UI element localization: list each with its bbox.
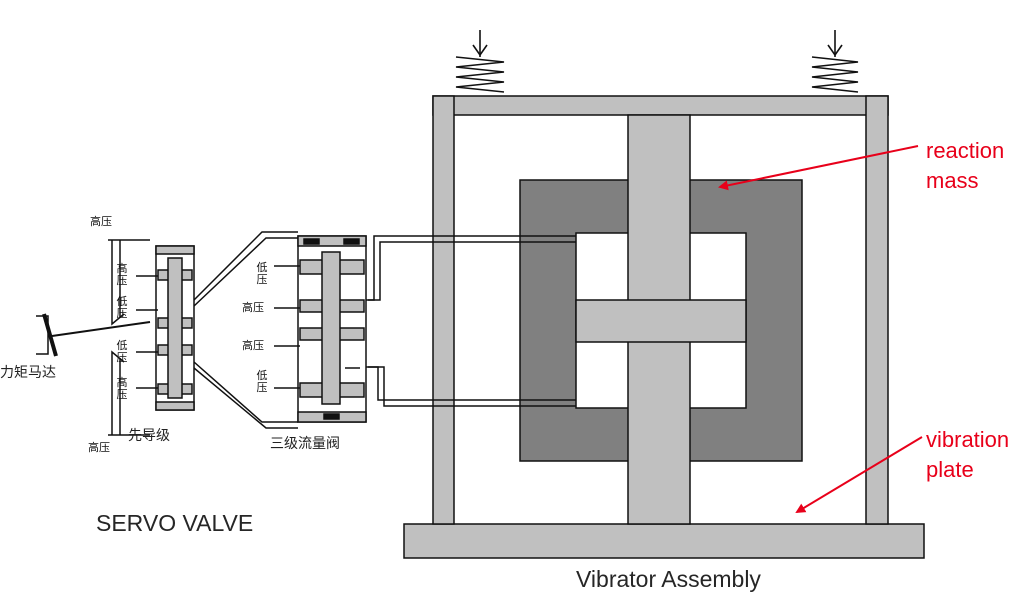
pressure-label-high: 高压 bbox=[242, 339, 264, 352]
vibration-plate bbox=[403, 523, 925, 559]
frame-right-post bbox=[865, 95, 889, 525]
torque-motor bbox=[36, 313, 151, 357]
pressure-label-high: 高压 bbox=[116, 262, 128, 287]
third-stage-valve bbox=[274, 235, 367, 423]
reaction-mass-label: reaction mass bbox=[926, 138, 1005, 193]
reaction-mass-arrow bbox=[718, 145, 919, 191]
pressure-label-high: 高压 bbox=[242, 301, 264, 314]
pressure-label-high: 高压 bbox=[90, 215, 112, 228]
servo-valve-caption: SERVO VALVE bbox=[96, 510, 254, 536]
pressure-label-low: 低压 bbox=[116, 339, 128, 364]
pilot-stage bbox=[108, 239, 195, 436]
pressure-label-low: 低压 bbox=[116, 295, 128, 320]
spring-left bbox=[455, 30, 505, 93]
spring-right bbox=[811, 30, 859, 93]
vibrator-assembly bbox=[403, 30, 925, 559]
pilot-stage-label: 先导级 bbox=[128, 428, 170, 444]
pilot-to-valve-connection bbox=[193, 231, 298, 429]
torque-motor-label: 力矩马达 bbox=[0, 365, 56, 381]
third-stage-valve-label: 三级流量阀 bbox=[270, 436, 340, 452]
pressure-label-high: 高压 bbox=[88, 441, 110, 454]
frame-top-beam bbox=[432, 95, 889, 116]
hydraulic-lines bbox=[362, 235, 576, 407]
vibration-plate-label: vibration plate bbox=[926, 427, 1010, 482]
pressure-label-high: 高压 bbox=[116, 376, 128, 401]
pressure-label-low: 低压 bbox=[256, 261, 268, 286]
vibrator-assembly-caption: Vibrator Assembly bbox=[576, 566, 761, 592]
vibration-plate-arrow bbox=[795, 436, 923, 514]
frame-left-post bbox=[432, 95, 455, 525]
pressure-label-low: 低压 bbox=[256, 369, 268, 394]
